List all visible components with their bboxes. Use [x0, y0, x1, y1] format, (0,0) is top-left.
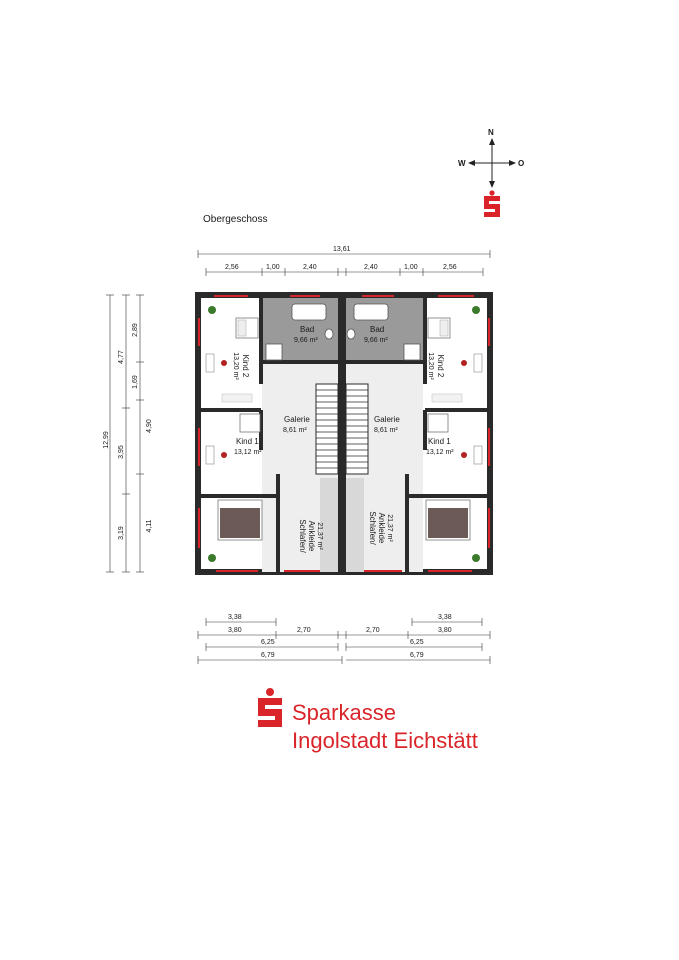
- dim-bottom-left-d: 6,25: [261, 639, 275, 646]
- staircase-left: [315, 383, 339, 475]
- dim-bottom-right-e: 6,79: [410, 652, 424, 659]
- bathtub-right-icon: [353, 303, 389, 321]
- room-kind2-left-name: Kind 2: [241, 355, 250, 378]
- toilet-left-icon: [324, 328, 334, 340]
- dim-top-right-a: 2,56: [443, 264, 457, 271]
- dim-left-s3: 4,90: [146, 419, 153, 433]
- room-kind1-left-name: Kind 1: [236, 437, 259, 446]
- dim-top-total: 13,61: [333, 246, 351, 253]
- desk-kind1-left-icon: [205, 445, 227, 465]
- room-schlafen-right-name: Schlafen/: [368, 511, 377, 545]
- dims-left: [106, 294, 144, 573]
- dim-bottom-right-a: 3,38: [438, 614, 452, 621]
- room-bad-left-name: Bad: [300, 325, 314, 334]
- room-galerie-left-area: 8,61 m²: [283, 427, 307, 434]
- room-kind1-right-name: Kind 1: [428, 437, 451, 446]
- room-kind2-right-area: 13,20 m²: [427, 352, 434, 380]
- dim-bottom-left-b: 3,80: [228, 627, 242, 634]
- dim-left-s1: 2,89: [132, 323, 139, 337]
- sparkasse-logo: Sparkasse Ingolstadt Eichstätt: [258, 688, 478, 753]
- dim-bottom-left-e: 6,79: [261, 652, 275, 659]
- dim-top-left-a: 2,56: [225, 264, 239, 271]
- dims-top: [197, 250, 491, 276]
- room-bad-right-area: 9,66 m²: [364, 337, 388, 344]
- dim-bottom-right-c: 2,70: [366, 627, 380, 634]
- compass-west: W: [458, 159, 466, 168]
- room-galerie-left-name: Galerie: [284, 415, 310, 424]
- floor-title: Obergeschoss: [203, 214, 267, 225]
- dim-left-total: 12,99: [103, 431, 110, 449]
- staircase-right: [345, 383, 369, 475]
- room-kind1-right-area: 13,12 m²: [426, 449, 454, 456]
- room-kind2-left-area: 13,20 m²: [232, 352, 239, 380]
- room-schlafen-left-area: 21,37 m²: [316, 522, 323, 550]
- wardrobe-left-icon: [221, 393, 253, 403]
- desk-kind2-left-icon: [205, 353, 227, 373]
- dim-bottom-left-c: 2,70: [297, 627, 311, 634]
- bed-kind1-left-icon: [239, 413, 261, 433]
- dim-bottom-right-d: 6,25: [410, 639, 424, 646]
- sparkasse-logo-small-icon: [484, 190, 500, 217]
- dim-left-h2: 3,95: [118, 445, 125, 459]
- dim-left-h3: 3,19: [118, 526, 125, 540]
- double-bed-left-icon: [217, 499, 263, 541]
- bed-kind2-left-icon: [235, 317, 259, 339]
- corridor-left: [320, 478, 338, 572]
- room-schlafen-left-name2: Ankleide: [307, 521, 316, 552]
- room-kind2-right-name: Kind 2: [436, 355, 445, 378]
- room-galerie-right-name: Galerie: [374, 415, 400, 424]
- room-galerie-right-area: 8,61 m²: [374, 427, 398, 434]
- bathtub-left-icon: [291, 303, 327, 321]
- double-bed-right-icon: [425, 499, 471, 541]
- plant-icon: [208, 306, 480, 562]
- dim-bottom-right-b: 3,80: [438, 627, 452, 634]
- room-bad-left-area: 9,66 m²: [294, 337, 318, 344]
- dim-top-right-b: 1,00: [404, 264, 418, 271]
- brand-line2: Ingolstadt Eichstätt: [292, 728, 478, 753]
- brand-line1: Sparkasse: [292, 700, 396, 725]
- dims-bottom: [197, 618, 491, 664]
- dim-bottom-left-a: 3,38: [228, 614, 242, 621]
- bed-kind1-right-icon: [427, 413, 449, 433]
- room-schlafen-right-name2: Ankleide: [377, 513, 386, 544]
- room-schlafen-right-area: 21,37 m²: [386, 514, 393, 542]
- sparkasse-s-icon: [258, 688, 282, 727]
- room-bad-right-name: Bad: [370, 325, 384, 334]
- compass: N W O: [458, 128, 524, 217]
- desk-kind1-right-icon: [461, 445, 483, 465]
- compass-east: O: [518, 159, 524, 168]
- wardrobe-right-icon: [431, 393, 463, 403]
- corridor-right: [346, 478, 364, 572]
- dim-top-left-b: 1,00: [266, 264, 280, 271]
- bed-kind2-right-icon: [427, 317, 451, 339]
- dim-left-s4: 4,11: [146, 519, 153, 532]
- dim-top-left-c: 2,40: [303, 264, 317, 271]
- room-schlafen-left-name: Schlafen/: [298, 519, 307, 553]
- shower-right-icon: [403, 343, 421, 361]
- dim-top-right-c: 2,40: [364, 264, 378, 271]
- dim-left-h1: 4,77: [118, 350, 125, 364]
- dim-left-s2: 1,69: [132, 375, 139, 389]
- compass-north: N: [488, 128, 494, 137]
- windows: [198, 295, 490, 572]
- shower-left-icon: [265, 343, 283, 361]
- desk-kind2-right-icon: [461, 353, 483, 373]
- room-kind1-left-area: 13,12 m²: [234, 449, 262, 456]
- toilet-right-icon: [346, 328, 356, 340]
